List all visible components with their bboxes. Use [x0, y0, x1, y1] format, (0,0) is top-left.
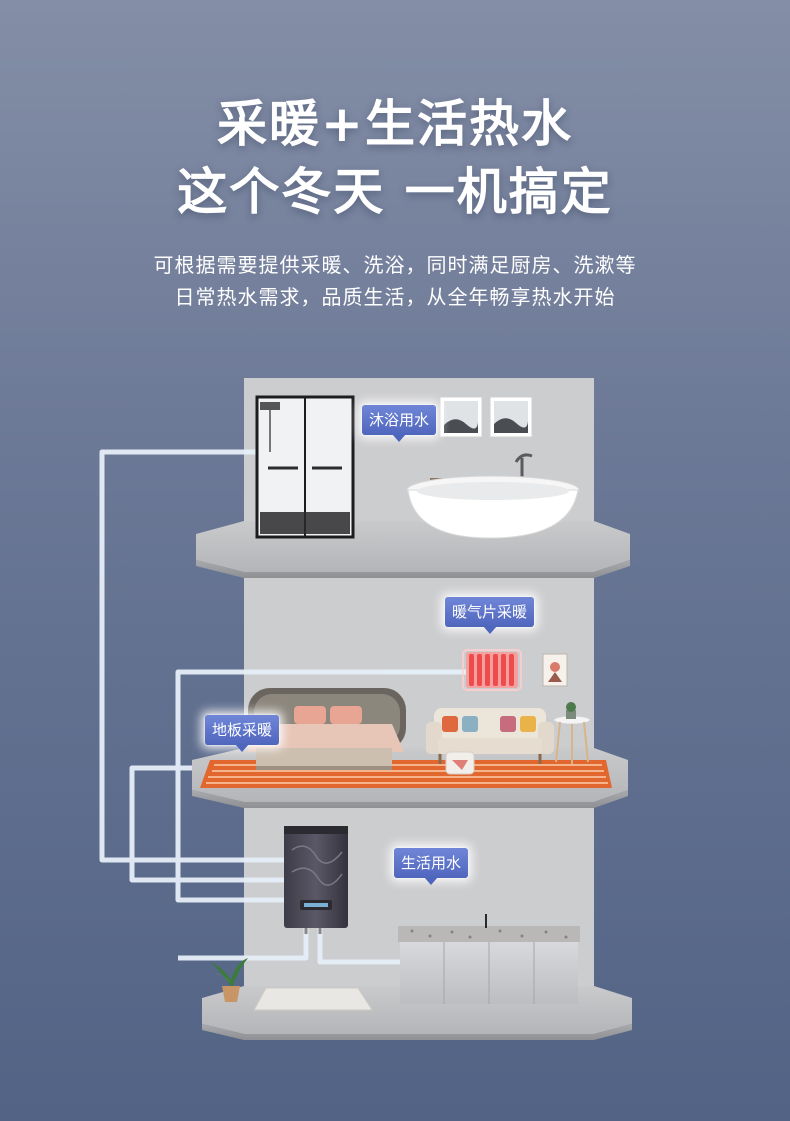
- tag-radiator-heating: 暖气片采暖: [445, 597, 535, 634]
- floor-cushion: [445, 751, 475, 775]
- page-title: 采暖+生活热水: [217, 95, 573, 153]
- subtitle-line-2: 日常热水需求，品质生活，从全年畅享热水开始: [174, 285, 616, 309]
- tag-domestic-water: 生活用水: [394, 848, 469, 885]
- potted-plant: [210, 958, 248, 1002]
- pipe-floor: [129, 765, 306, 883]
- bed: [248, 688, 406, 770]
- pipe-radiator: [175, 669, 470, 903]
- bathtub: [406, 453, 580, 539]
- page-title-secondary: 这个冬天 一机搞定: [177, 163, 613, 221]
- wall-water-heater: [284, 826, 348, 934]
- tag-floor-heating: 地板采暖: [205, 715, 280, 752]
- wall-art: [542, 653, 568, 687]
- pipe-domestic-a: [178, 926, 309, 961]
- shower-enclosure: [255, 395, 355, 539]
- wall-pictures: [439, 396, 533, 438]
- pipe-domestic-b: [317, 926, 400, 965]
- subtitle-line-1: 可根据需要提供采暖、洗浴，同时满足厨房、洗漱等: [153, 253, 637, 277]
- water-pipes: [99, 449, 470, 965]
- side-table: [553, 702, 591, 764]
- shelf-middle-floor-edge: [192, 790, 628, 808]
- sofa: [426, 708, 554, 764]
- radiator: [462, 649, 522, 691]
- shelf-top-floor-edge: [196, 560, 630, 578]
- kitchen-cabinet: [398, 914, 580, 1004]
- rug: [253, 987, 373, 1011]
- shelf-bottom-floor-edge: [202, 1024, 632, 1040]
- pipe-shower: [99, 449, 306, 863]
- tag-shower-water: 沐浴用水: [362, 405, 437, 442]
